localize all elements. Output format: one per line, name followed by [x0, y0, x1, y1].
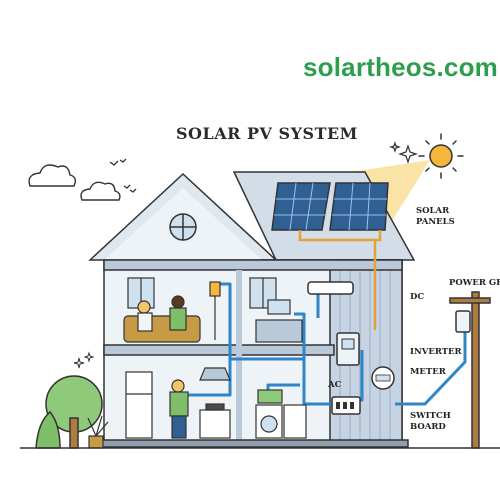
floor-lamp	[209, 281, 221, 297]
brand-watermark: solartheos.com	[303, 52, 498, 82]
transformer-icon	[455, 310, 471, 333]
solar-panel-group	[271, 182, 389, 231]
label-switch-board: SWITCH BOARD	[410, 411, 451, 432]
label-inverter: INVERTER	[410, 347, 462, 357]
potted-plant-icon	[87, 415, 109, 449]
label-ac: AC	[328, 380, 342, 390]
diagram-title: SOLAR PV SYSTEM	[176, 124, 358, 143]
label-dc: DC	[410, 292, 425, 302]
sparkle-icon	[73, 351, 95, 369]
downstairs-room	[125, 367, 307, 439]
bird-icon	[109, 158, 137, 193]
sofa	[123, 315, 201, 343]
sun-icon	[418, 133, 464, 179]
desk	[255, 319, 303, 343]
utility-pole	[449, 291, 491, 449]
dc-wire	[298, 230, 382, 330]
stove	[199, 409, 231, 439]
sparkle-icon	[389, 141, 418, 164]
laundry-basket	[257, 389, 283, 404]
label-power-grid: POWER GRI	[449, 278, 500, 288]
fridge	[125, 371, 153, 439]
ac-unit	[307, 281, 354, 295]
range-hood	[199, 367, 231, 381]
upstairs-room	[123, 277, 303, 343]
dryer	[283, 404, 307, 439]
label-solar-panels: SOLAR PANELS	[416, 206, 455, 227]
cloud-icon	[28, 164, 121, 201]
computer-monitor	[267, 299, 291, 315]
label-meter: METER	[410, 367, 446, 377]
